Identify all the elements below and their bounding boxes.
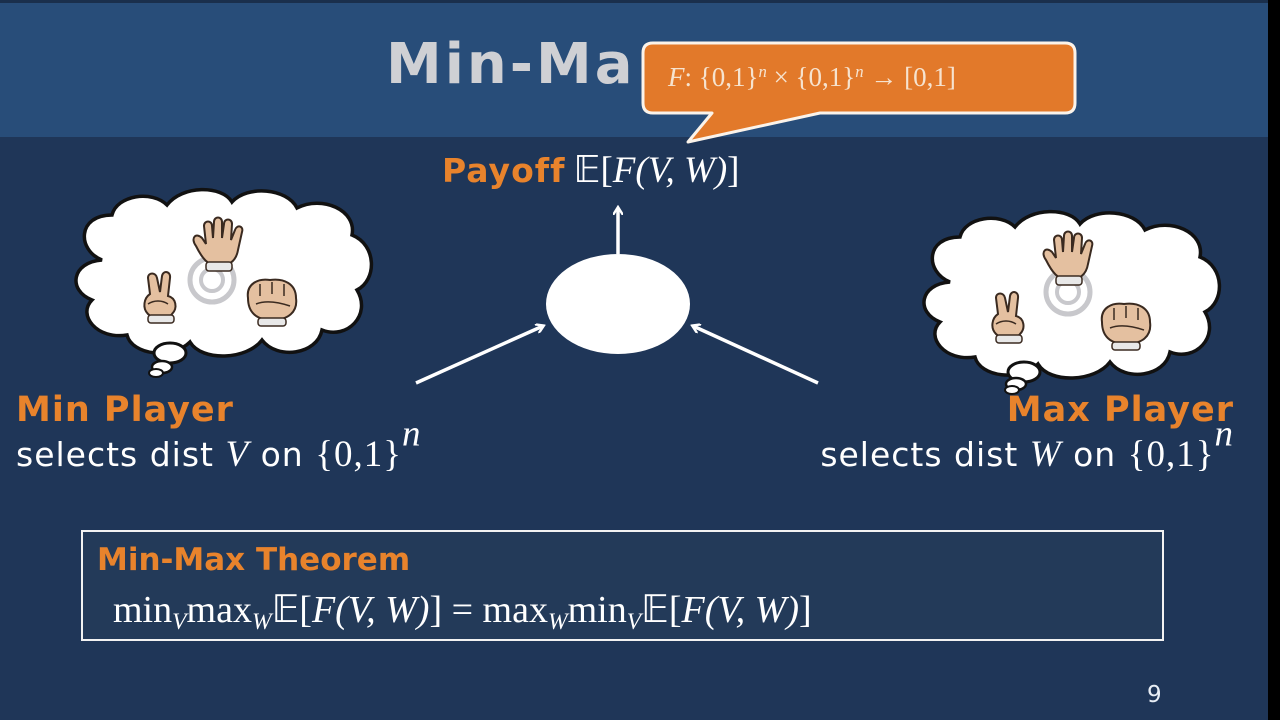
callout-bubble bbox=[641, 41, 1077, 144]
max-player: Max Player selects dist W on {0,1}n bbox=[820, 388, 1234, 478]
min-player: Min Player selects dist V on {0,1}n bbox=[16, 388, 421, 478]
left-thought-cloud bbox=[74, 187, 374, 378]
payoff-node bbox=[546, 254, 690, 354]
left-arrow-icon bbox=[415, 326, 543, 385]
payoff-title: Payoff bbox=[442, 151, 566, 190]
theorem-equation: minVmaxW𝔼[F(V, W)] = maxWminV𝔼[F(V, W)] bbox=[113, 589, 812, 636]
max-player-description: selects dist W on {0,1}n bbox=[820, 413, 1234, 475]
callout-function-signature: F: {0,1}n × {0,1}n → [0,1] bbox=[668, 61, 956, 92]
top-edge bbox=[0, 0, 1268, 3]
page-number: 9 bbox=[1147, 682, 1162, 708]
min-player-name: Min Player bbox=[16, 390, 234, 430]
max-player-name: Max Player bbox=[1006, 390, 1234, 430]
min-player-description: selects dist V on {0,1}n bbox=[16, 413, 422, 475]
payoff-expression: 𝔼[F(V, W)] bbox=[573, 150, 740, 191]
slide-title: Min-Ma bbox=[386, 32, 636, 97]
theorem-box: Min-Max Theorem minVmaxW𝔼[F(V, W)] = max… bbox=[81, 530, 1164, 641]
right-thought-cloud bbox=[922, 209, 1222, 395]
right-arrow-icon bbox=[693, 326, 819, 385]
theorem-title: Min-Max Theorem bbox=[97, 542, 411, 578]
